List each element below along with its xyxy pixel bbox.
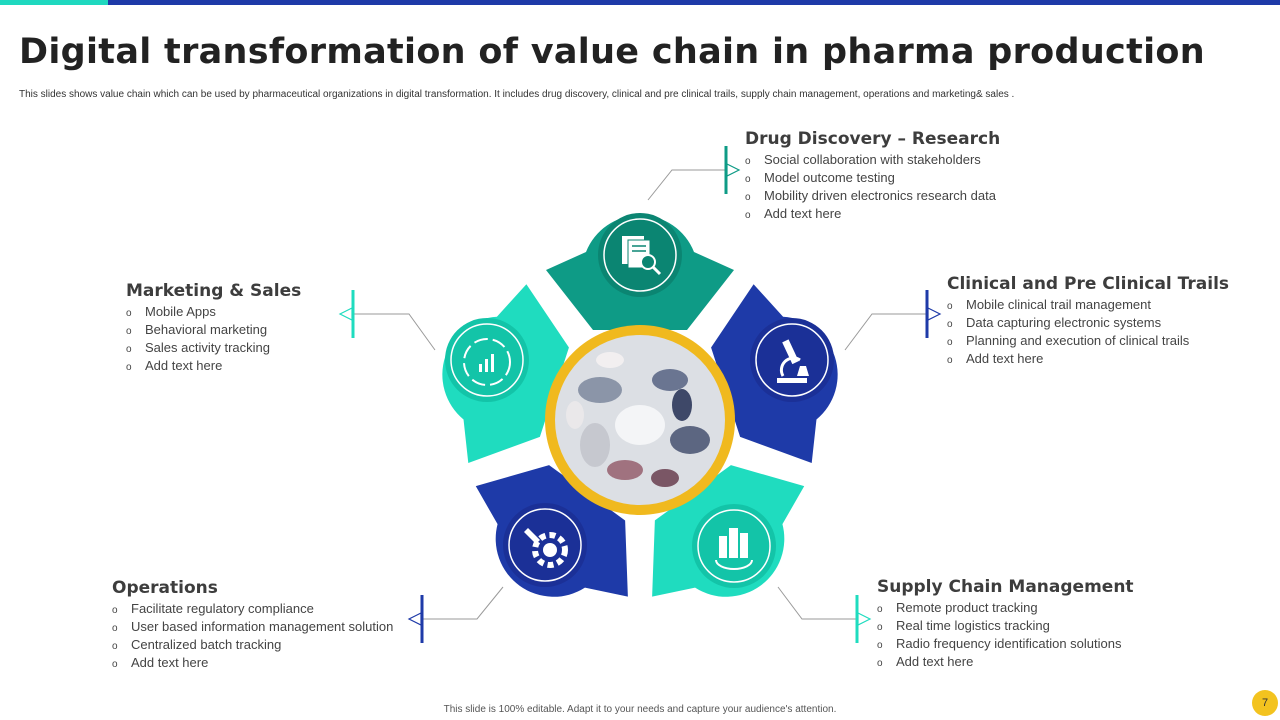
bullet: o <box>126 362 132 373</box>
connector-marketing <box>353 313 436 351</box>
bullet: o <box>947 337 953 348</box>
section-heading: Supply Chain Management <box>877 577 1134 597</box>
bullet: o <box>877 622 883 633</box>
connector-operations <box>422 586 504 620</box>
connector-markers <box>338 146 942 643</box>
bullet: o <box>745 156 751 167</box>
footer-note: This slide is 100% editable. Adapt it to… <box>443 704 837 715</box>
bullet: o <box>126 344 132 355</box>
bullet: o <box>112 623 118 634</box>
connector-supply <box>777 586 857 620</box>
bullet: o <box>877 658 883 669</box>
document-search-icon <box>598 213 682 297</box>
connector-drug <box>647 169 726 201</box>
section-heading: Marketing & Sales <box>126 281 302 301</box>
bullet: o <box>126 308 132 319</box>
page-title: Digital transformation of value chain in… <box>19 32 1205 72</box>
bullet: o <box>947 319 953 330</box>
bullet: o <box>112 641 118 652</box>
marketing-cycle-icon <box>445 318 529 402</box>
bullet: o <box>877 604 883 615</box>
bullet: o <box>877 640 883 651</box>
bullet: o <box>745 192 751 203</box>
section-heading: Clinical and Pre Clinical Trails <box>947 274 1230 294</box>
section-heading: Drug Discovery – Research <box>745 129 1001 149</box>
bullet: o <box>112 605 118 616</box>
page-subtitle: This slides shows value chain which can … <box>19 89 1015 100</box>
bullet: o <box>112 659 118 670</box>
section-heading: Operations <box>112 578 218 598</box>
bullet: o <box>947 355 953 366</box>
bullet: o <box>947 301 953 312</box>
top-accent-bar-teal <box>0 0 108 5</box>
pills-photo <box>545 325 735 515</box>
connector-clinical <box>844 313 927 351</box>
microscope-icon <box>750 318 834 402</box>
top-accent-bar-blue <box>108 0 1280 5</box>
bullet: o <box>745 174 751 185</box>
page-number-badge: 7 <box>1252 690 1278 716</box>
hand-gear-icon <box>503 503 587 587</box>
global-buildings-icon <box>692 504 776 588</box>
bullet: o <box>745 210 751 221</box>
bullet: o <box>126 326 132 337</box>
